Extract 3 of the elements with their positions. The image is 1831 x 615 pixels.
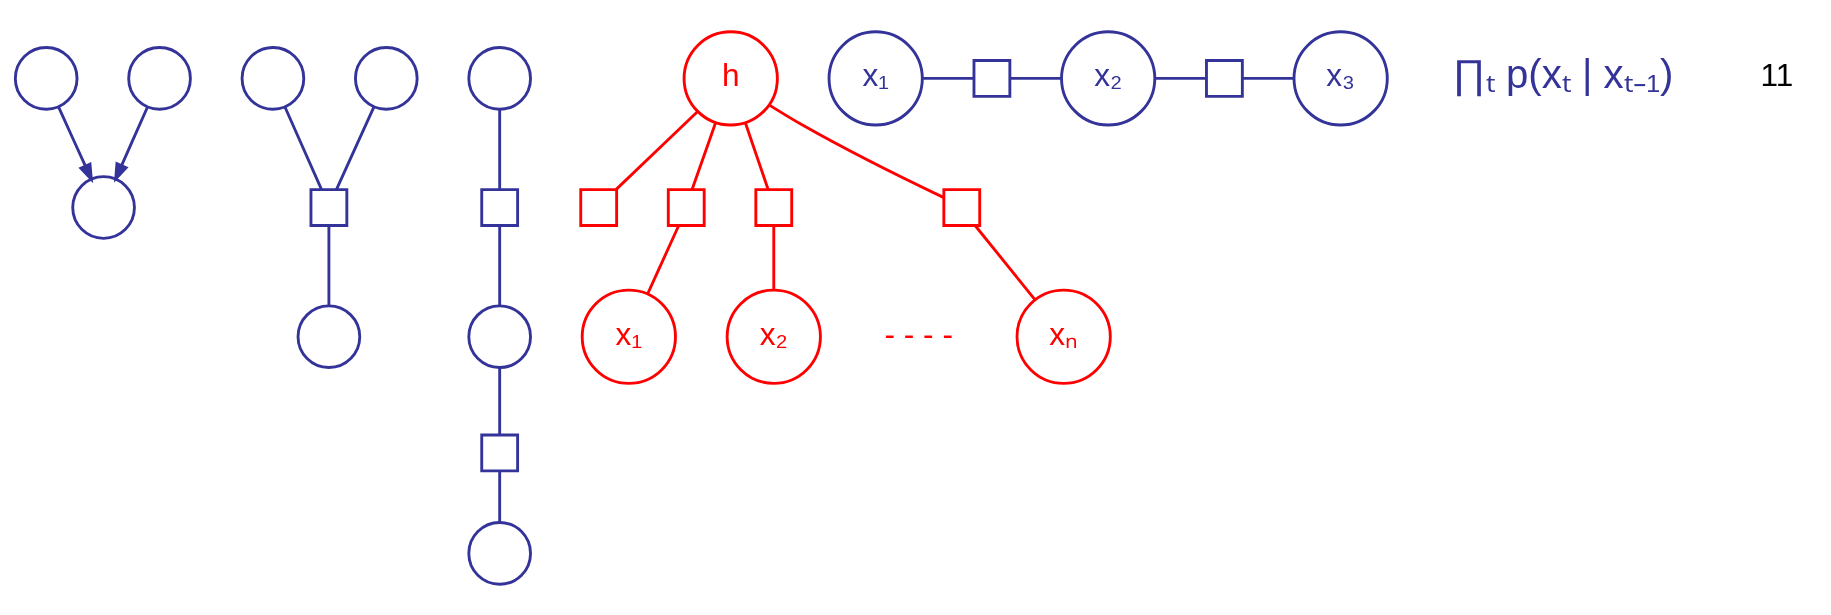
label: 11 — [1760, 56, 1794, 93]
label: ∏ₜ p(xₜ | xₜ₋₁) — [1452, 51, 1674, 97]
label: - - - - — [884, 315, 953, 352]
